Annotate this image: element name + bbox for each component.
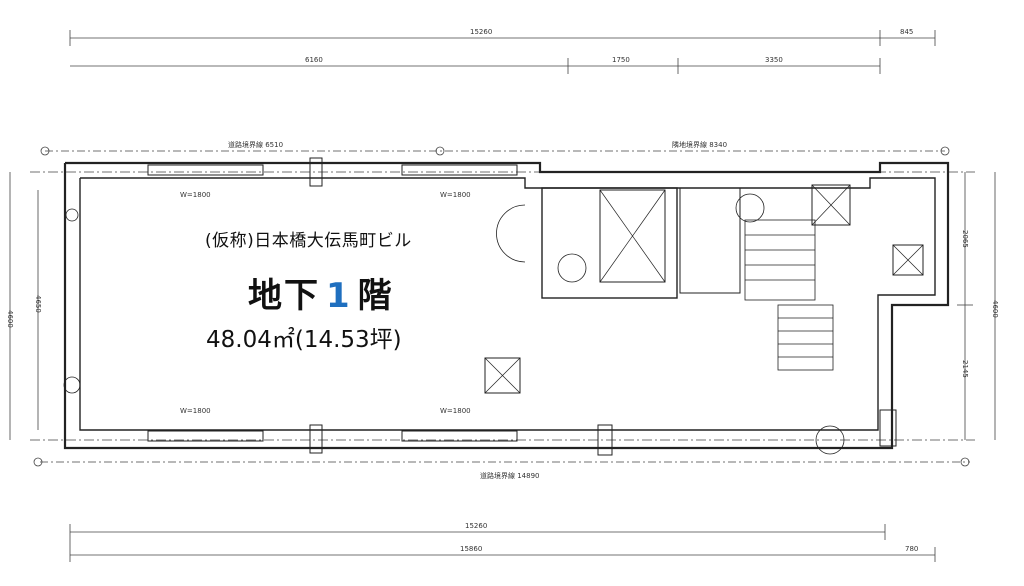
window-top-1 [147, 164, 264, 176]
dim-wall-top-left: 道路境界線 6510 [228, 140, 283, 149]
window-bottom-1 [147, 430, 264, 442]
exterior-wall [63, 161, 950, 450]
stairs [744, 219, 834, 371]
dim-top-b: 1750 [612, 56, 630, 64]
dim-left-total: 4600 [6, 310, 14, 328]
toilet-room [679, 187, 741, 294]
core-room [541, 187, 678, 299]
dim-window-4: W=1800 [440, 407, 471, 415]
window-top-2 [401, 164, 518, 176]
dim-left-inner: 4650 [34, 295, 42, 313]
dim-top-right: 845 [900, 28, 913, 36]
dim-wall-top-right: 隣地境界線 8340 [672, 140, 727, 149]
dim-top-a: 6160 [305, 56, 323, 64]
dim-bottom-total-1: 15260 [465, 522, 487, 530]
dim-bottom-right: 780 [905, 545, 918, 553]
dim-window-1: W=1800 [180, 191, 211, 199]
dim-bottom-wall: 道路境界線 14890 [480, 471, 540, 480]
dim-right-b: 2145 [961, 360, 969, 378]
window-bottom-2 [401, 430, 518, 442]
dim-right-a: 2065 [961, 230, 969, 248]
interior-wall [79, 177, 936, 431]
dim-window-2: W=1800 [440, 191, 471, 199]
dim-right-total: 4600 [991, 300, 999, 318]
dim-top-c: 3350 [765, 56, 783, 64]
dim-top-total: 15260 [470, 28, 492, 36]
dim-bottom-total-2: 15860 [460, 545, 482, 553]
dim-window-3: W=1800 [180, 407, 211, 415]
elevator-shaft [599, 189, 666, 283]
